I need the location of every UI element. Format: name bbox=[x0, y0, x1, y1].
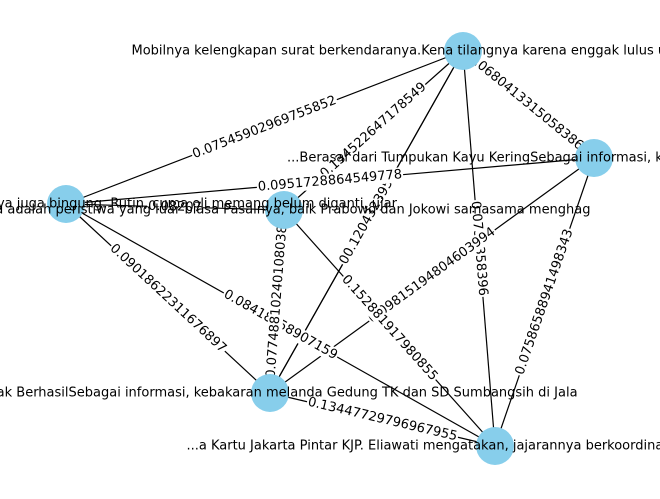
edge-weight-label: 0.12043239 bbox=[341, 184, 393, 260]
edge-weight-label: 0.07748810240108038 bbox=[264, 225, 291, 379]
edge-label-background bbox=[340, 183, 393, 261]
node-label: ...a Kartu Jakarta Pintar KJP. Eliawati … bbox=[186, 439, 660, 454]
edge-label-background bbox=[263, 223, 291, 380]
edge-label-background bbox=[146, 198, 204, 216]
graph-node-n1[interactable] bbox=[47, 185, 85, 223]
graph-node-n2[interactable] bbox=[575, 139, 613, 177]
nodes-layer bbox=[47, 32, 613, 465]
edge-label-group: 0.08207 bbox=[146, 198, 204, 216]
node-label: Mobilnya kelengkapan surat berkendaranya… bbox=[131, 44, 660, 59]
edge-label-background bbox=[512, 226, 577, 378]
node-label: ...bi Tak BerhasilSebagai informasi, keb… bbox=[0, 386, 578, 401]
node-label: ...Berasal dari Tumpukan Kayu KeringSeba… bbox=[287, 151, 660, 166]
edge-weight-label: 0.13447729796967955 bbox=[306, 395, 458, 445]
edge-label-background bbox=[316, 78, 431, 183]
edge-weight-label: 0.09018622311676897 bbox=[107, 241, 229, 356]
graph-node-n5[interactable] bbox=[476, 427, 514, 465]
edge-label-background bbox=[364, 223, 500, 328]
edge-label-group: 0.06804133150583869 bbox=[463, 49, 594, 160]
graph-node-n4[interactable] bbox=[251, 374, 289, 412]
edge-weight-label: 0.07586588941498343 bbox=[513, 227, 577, 377]
edge-label-group: 0.07748810240108038 bbox=[263, 223, 291, 380]
node-labels-layer: Mobilnya kelengkapan surat berkendaranya… bbox=[0, 44, 660, 454]
edge-label-background bbox=[305, 394, 460, 445]
edge-label-background bbox=[337, 271, 442, 385]
edge-label-group: 0.09018622311676897 bbox=[106, 240, 230, 357]
edge-label-background bbox=[256, 167, 404, 195]
edge-label-group: 0.07586588941498343 bbox=[512, 226, 577, 378]
edge-label-background bbox=[463, 49, 594, 160]
edge-label-background bbox=[189, 92, 340, 163]
edge-label-group: 0.12043239 bbox=[340, 183, 393, 261]
node-label: ...tu adalah peristiwa yang luar biasa P… bbox=[0, 203, 591, 218]
edge-label-background bbox=[106, 240, 230, 357]
graph-node-n3[interactable] bbox=[265, 191, 303, 229]
graph-node-n0[interactable] bbox=[444, 32, 482, 70]
edge-weight-label: 0.08207 bbox=[148, 199, 202, 215]
node-label: ...tahu kenapa enggak lulus uji emisi, s… bbox=[0, 197, 398, 212]
edge-label-group: 0.13447729796967955 bbox=[305, 394, 460, 445]
edge-weight-label: 0.06804133150583869 bbox=[465, 50, 593, 158]
